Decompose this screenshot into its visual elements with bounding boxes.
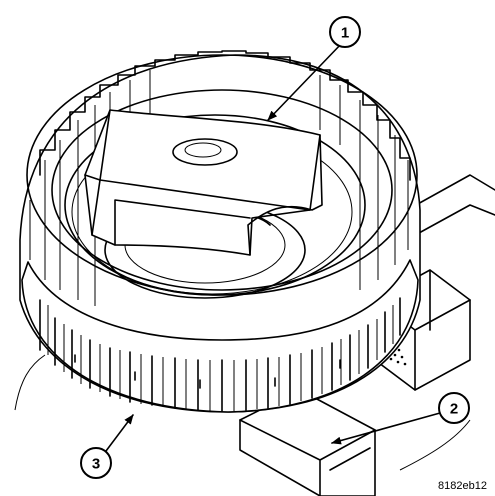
callout-2-leader: [331, 412, 441, 445]
callout-1-leader: [267, 41, 344, 121]
callout-3-label: 3: [92, 456, 100, 473]
callout-2-label: 2: [450, 401, 458, 418]
drum-splines-top: [39, 50, 411, 181]
callout-1: 1: [267, 16, 361, 121]
callout-2: 2: [331, 392, 470, 445]
drum-splines-side: [39, 297, 401, 412]
spring-compressor-tool: [84, 109, 323, 256]
callout-1-label: 1: [341, 25, 349, 42]
figure-code: 8182eb12: [438, 480, 487, 492]
callout-1-circle: [329, 16, 361, 48]
callout-3: 3: [80, 414, 134, 479]
callout-2-circle: [438, 392, 470, 424]
callout-3-leader: [105, 414, 134, 452]
callout-3-circle: [80, 447, 112, 479]
